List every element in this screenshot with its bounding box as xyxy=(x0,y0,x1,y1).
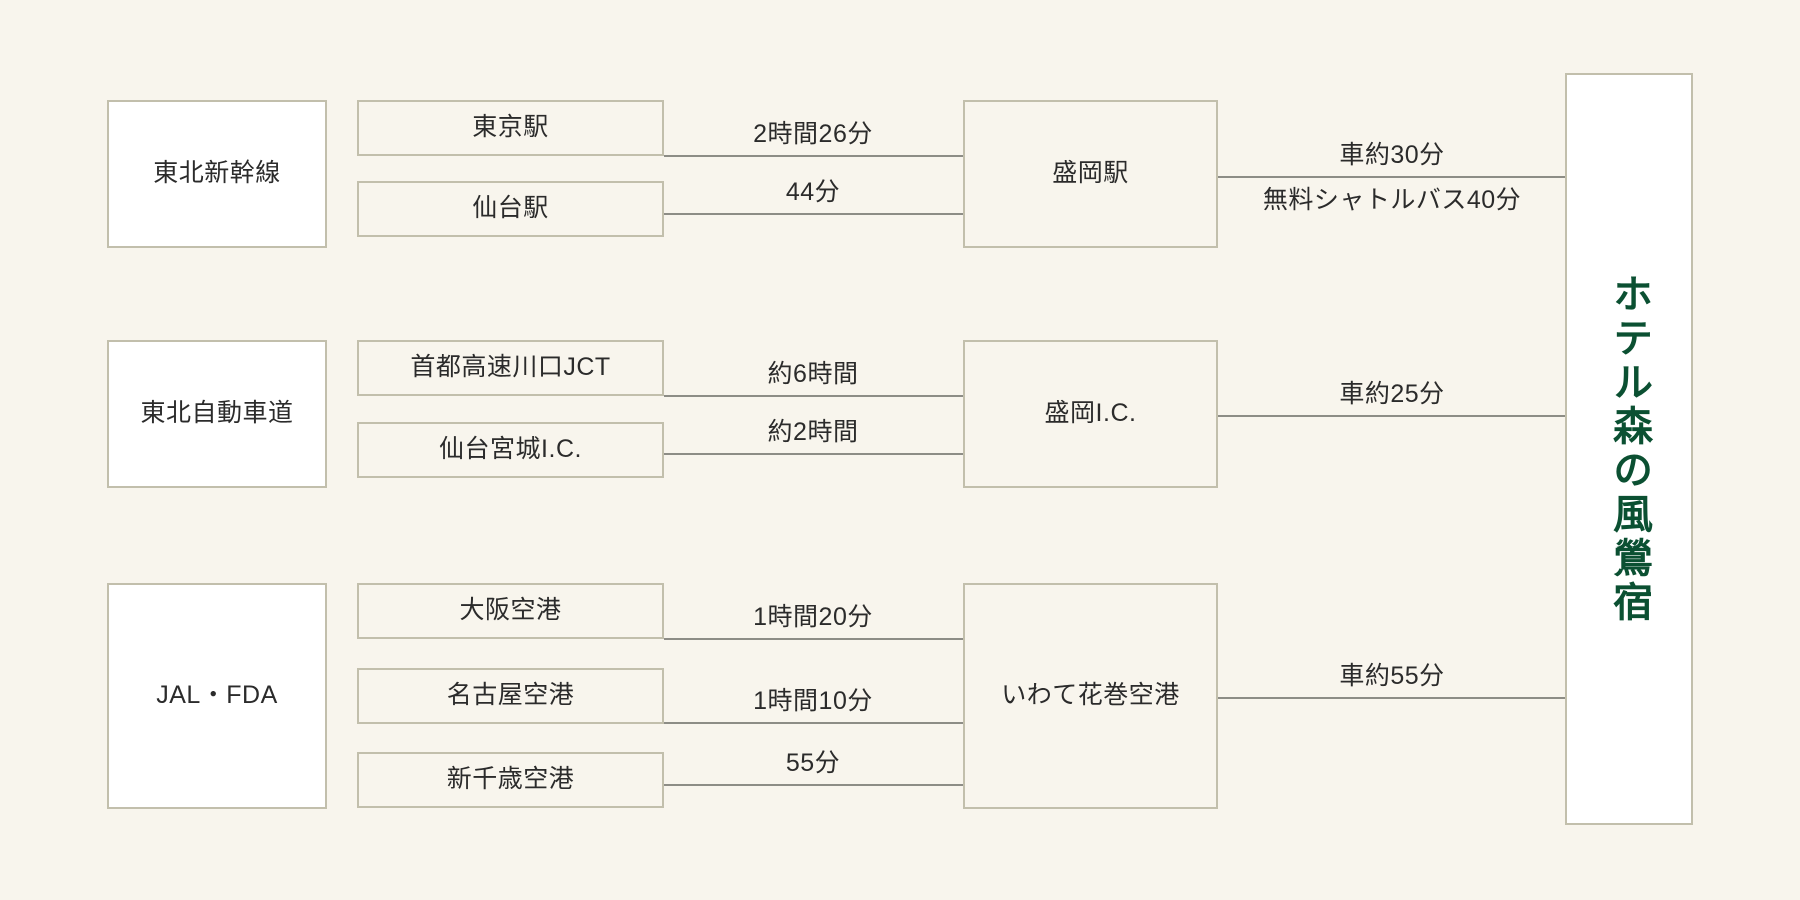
connector-osaka-to-hanamaki xyxy=(664,638,963,640)
duration-label-nagoya-to-hanamaki: 1時間10分 xyxy=(753,687,873,715)
origin-box-osaka-airport: 大阪空港 xyxy=(357,583,664,639)
origin-label: 大阪空港 xyxy=(459,596,562,625)
connector-tokyo-to-morioka xyxy=(664,155,963,157)
origin-box-tokyo-station: 東京駅 xyxy=(357,100,664,156)
origin-label: 名古屋空港 xyxy=(446,681,575,710)
connector-morioka-ic-to-hotel xyxy=(1218,415,1565,417)
origin-label: 首都高速川口JCT xyxy=(410,353,611,382)
transport-mode-label: 東北自動車道 xyxy=(140,399,294,428)
origin-box-new-chitose-airport: 新千歳空港 xyxy=(357,752,664,808)
connector-kawaguchi-to-morioka-ic xyxy=(664,395,963,397)
connector-hanamaki-to-hotel xyxy=(1218,697,1565,699)
hub-box-morioka-station: 盛岡駅 xyxy=(963,100,1218,248)
connector-sendai-miyagi-to-morioka-ic xyxy=(664,453,963,455)
final-leg-label-car-25min: 車約25分 xyxy=(1339,380,1445,408)
final-leg-label-car-30min: 車約30分 xyxy=(1339,141,1445,169)
duration-label-sendai-miyagi-to-morioka-ic: 約2時間 xyxy=(767,418,859,446)
connector-nagoya-to-hanamaki xyxy=(664,722,963,724)
duration-label-osaka-to-hanamaki: 1時間20分 xyxy=(753,603,873,631)
duration-label-tokyo-to-morioka: 2時間26分 xyxy=(753,120,873,148)
hub-box-morioka-ic: 盛岡I.C. xyxy=(963,340,1218,488)
final-leg-label-shuttle-40min: 無料シャトルバス40分 xyxy=(1262,186,1522,214)
duration-label-sendai-to-morioka: 44分 xyxy=(785,178,841,206)
transport-mode-label: 東北新幹線 xyxy=(153,159,281,188)
origin-box-sendai-station: 仙台駅 xyxy=(357,181,664,237)
connector-sendai-to-morioka xyxy=(664,213,963,215)
transport-mode-box-air: JAL・FDA xyxy=(107,583,327,809)
hub-label: 盛岡駅 xyxy=(1052,159,1129,188)
duration-label-chitose-to-hanamaki: 55分 xyxy=(785,749,841,777)
duration-label-kawaguchi-to-morioka-ic: 約6時間 xyxy=(767,360,859,388)
connector-chitose-to-hanamaki xyxy=(664,784,963,786)
final-leg-label-car-55min: 車約55分 xyxy=(1339,662,1445,690)
transport-mode-box-expressway: 東北自動車道 xyxy=(107,340,327,488)
origin-label: 東京駅 xyxy=(472,113,549,142)
origin-box-shutoko-kawaguchi-jct: 首都高速川口JCT xyxy=(357,340,664,396)
origin-box-sendai-miyagi-ic: 仙台宮城I.C. xyxy=(357,422,664,478)
connector-morioka-station-to-hotel xyxy=(1218,176,1565,178)
origin-label: 仙台宮城I.C. xyxy=(439,435,582,464)
origin-box-nagoya-airport: 名古屋空港 xyxy=(357,668,664,724)
destination-label: ホテル森の風鶯宿 xyxy=(1607,273,1651,625)
origin-label: 仙台駅 xyxy=(472,194,549,223)
origin-label: 新千歳空港 xyxy=(446,765,575,794)
transport-mode-box-shinkansen: 東北新幹線 xyxy=(107,100,327,248)
hub-label: 盛岡I.C. xyxy=(1044,399,1137,428)
hub-label: いわて花巻空港 xyxy=(1001,681,1180,710)
transport-mode-label: JAL・FDA xyxy=(156,681,278,710)
hub-box-iwate-hanamaki-airport: いわて花巻空港 xyxy=(963,583,1218,809)
destination-box-hotel: ホテル森の風鶯宿 xyxy=(1565,73,1693,825)
